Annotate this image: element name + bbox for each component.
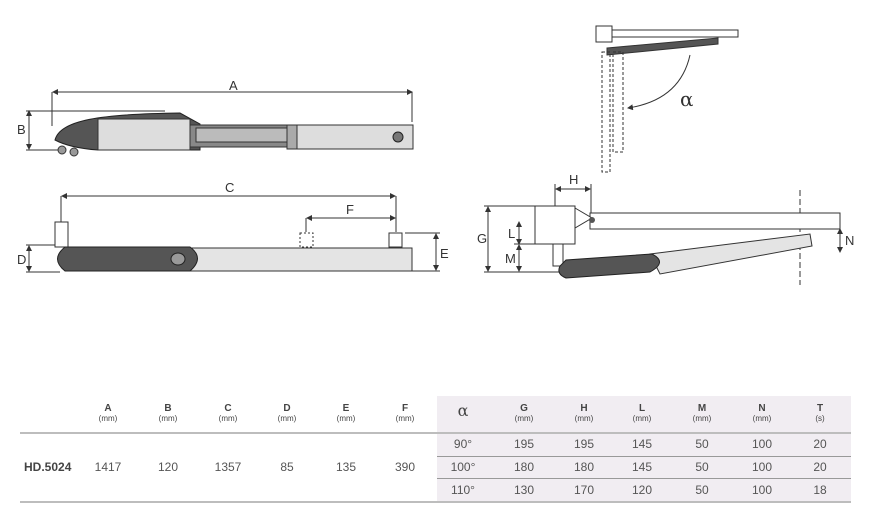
column-header: M(mm): [692, 403, 712, 424]
label-n: N: [845, 233, 854, 248]
column-header: C(mm): [218, 403, 238, 424]
table-cell: 195: [573, 437, 595, 451]
table-cell: 170: [573, 483, 595, 497]
row-divider: [437, 478, 851, 479]
label-m: M: [505, 251, 516, 266]
label-c: C: [225, 180, 234, 195]
installation-view: [534, 205, 841, 279]
table-cell: 100: [751, 460, 773, 474]
model-name: HD.5024: [24, 460, 72, 474]
table-cell: 120: [157, 460, 179, 474]
table-cell: 100: [751, 483, 773, 497]
table-cell: 20: [813, 460, 827, 474]
table-cell: 18: [813, 483, 827, 497]
label-l: L: [508, 226, 515, 241]
column-header: A(mm): [98, 403, 118, 424]
table-cell: 100°: [450, 460, 476, 474]
label-g: G: [477, 231, 487, 246]
table-bottom-border: [20, 501, 851, 503]
table-cell: 180: [573, 460, 595, 474]
table-cell: 390: [394, 460, 416, 474]
table-cell: 110°: [451, 483, 475, 497]
actuator-top-view: [54, 221, 413, 272]
actuator-side-view: [54, 112, 414, 157]
label-f: F: [346, 202, 354, 217]
label-a: A: [229, 78, 238, 93]
label-h: H: [569, 172, 578, 187]
dimension-drawing: A B C F D E H G L M N α: [17, 25, 854, 285]
label-alpha: α: [680, 87, 694, 111]
table-cell: 180: [513, 460, 535, 474]
column-header: G(mm): [514, 403, 534, 424]
opening-angle-view: [595, 25, 739, 173]
row-divider: [437, 456, 851, 457]
table-cell: 90°: [453, 437, 473, 451]
table-cell: 50: [695, 483, 709, 497]
label-b: B: [17, 122, 26, 137]
table-cell: 135: [335, 460, 357, 474]
table-cell: 130: [513, 483, 535, 497]
table-cell: 100: [751, 437, 773, 451]
table-cell: 50: [695, 460, 709, 474]
column-header: H(mm): [574, 403, 594, 424]
label-d: D: [17, 252, 26, 267]
table-cell: 85: [280, 460, 294, 474]
column-header: D(mm): [277, 403, 297, 424]
table-cell: 145: [631, 437, 653, 451]
table-cell: 1417: [94, 460, 122, 474]
table-cell: 20: [813, 437, 827, 451]
variable-columns-background: [437, 396, 851, 502]
column-header: N(mm): [752, 403, 772, 424]
table-cell: 50: [695, 437, 709, 451]
column-header: α: [457, 401, 469, 420]
column-header: E(mm): [336, 403, 356, 424]
table-cell: 195: [513, 437, 535, 451]
label-e: E: [440, 246, 449, 261]
column-header: T(s): [815, 403, 825, 424]
table-cell: 120: [631, 483, 653, 497]
table-cell: 145: [631, 460, 653, 474]
table-cell: 1357: [214, 460, 242, 474]
column-header: B(mm): [158, 403, 178, 424]
column-header: L(mm): [632, 403, 652, 424]
column-header: F(mm): [395, 403, 415, 424]
header-divider: [20, 432, 851, 434]
